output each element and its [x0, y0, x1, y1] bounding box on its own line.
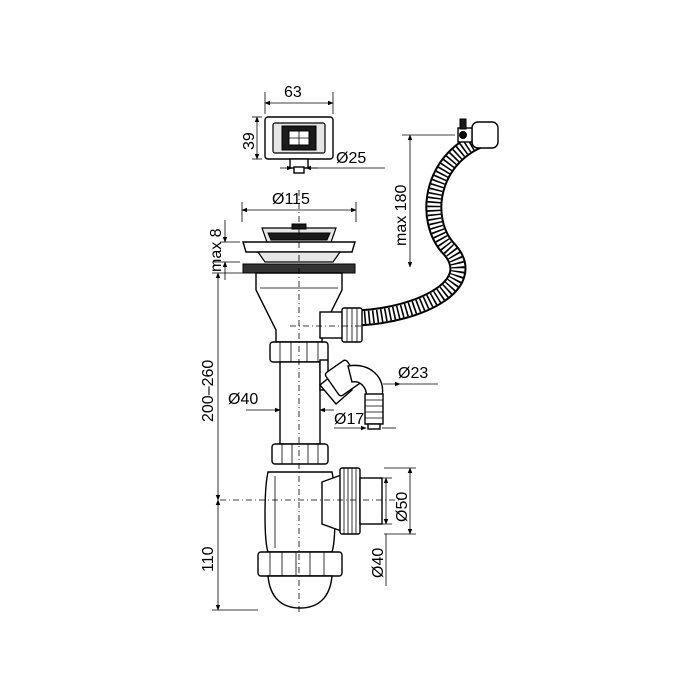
- outlet-dimensions: [362, 467, 416, 586]
- hose-height-dimension: [402, 134, 455, 268]
- pipe-diameter-label: Ø40: [228, 391, 258, 408]
- side-inlet-large-label: Ø23: [398, 365, 428, 382]
- overflow-cover: [264, 116, 334, 174]
- overflow-height-label: 39: [241, 132, 258, 150]
- overflow-height-max-label: max 180: [393, 185, 410, 246]
- trap-height-label: 110: [200, 546, 217, 572]
- side-inlet-dimensions: [334, 381, 438, 431]
- plate-thickness-dimension: [214, 220, 240, 280]
- overflow-dimension-lines: [252, 92, 385, 171]
- center-lines: [220, 190, 400, 612]
- overflow-outlet-label: Ø25: [336, 150, 366, 167]
- side-inlet-elbow: [319, 359, 384, 430]
- overflow-width-label: 63: [284, 84, 302, 101]
- outlet-small-label: Ø40: [370, 548, 387, 578]
- strainer-dimension: [241, 202, 357, 222]
- outlet-large-label: Ø50: [394, 492, 411, 522]
- tailpiece-length-label: 200–260: [200, 360, 217, 422]
- strainer-diameter-label: Ø115: [272, 191, 310, 208]
- side-inlet-small-label: Ø17: [334, 411, 364, 428]
- left-dimensions: [212, 272, 258, 611]
- overflow-hose: [357, 118, 499, 327]
- plate-thickness-label: max 8: [208, 228, 225, 272]
